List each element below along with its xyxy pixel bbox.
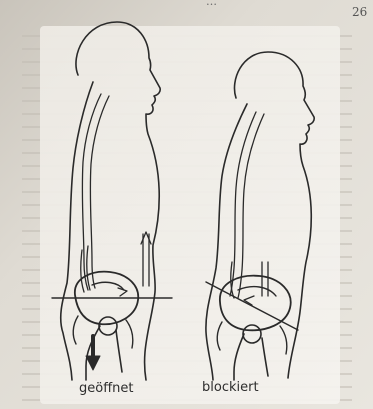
page-number: 26 bbox=[352, 6, 367, 18]
figure-panel bbox=[40, 26, 340, 404]
caption-blocked: blockiert bbox=[202, 381, 259, 394]
running-header-fragment: … bbox=[206, 0, 217, 7]
caption-open: geöffnet bbox=[79, 382, 134, 395]
